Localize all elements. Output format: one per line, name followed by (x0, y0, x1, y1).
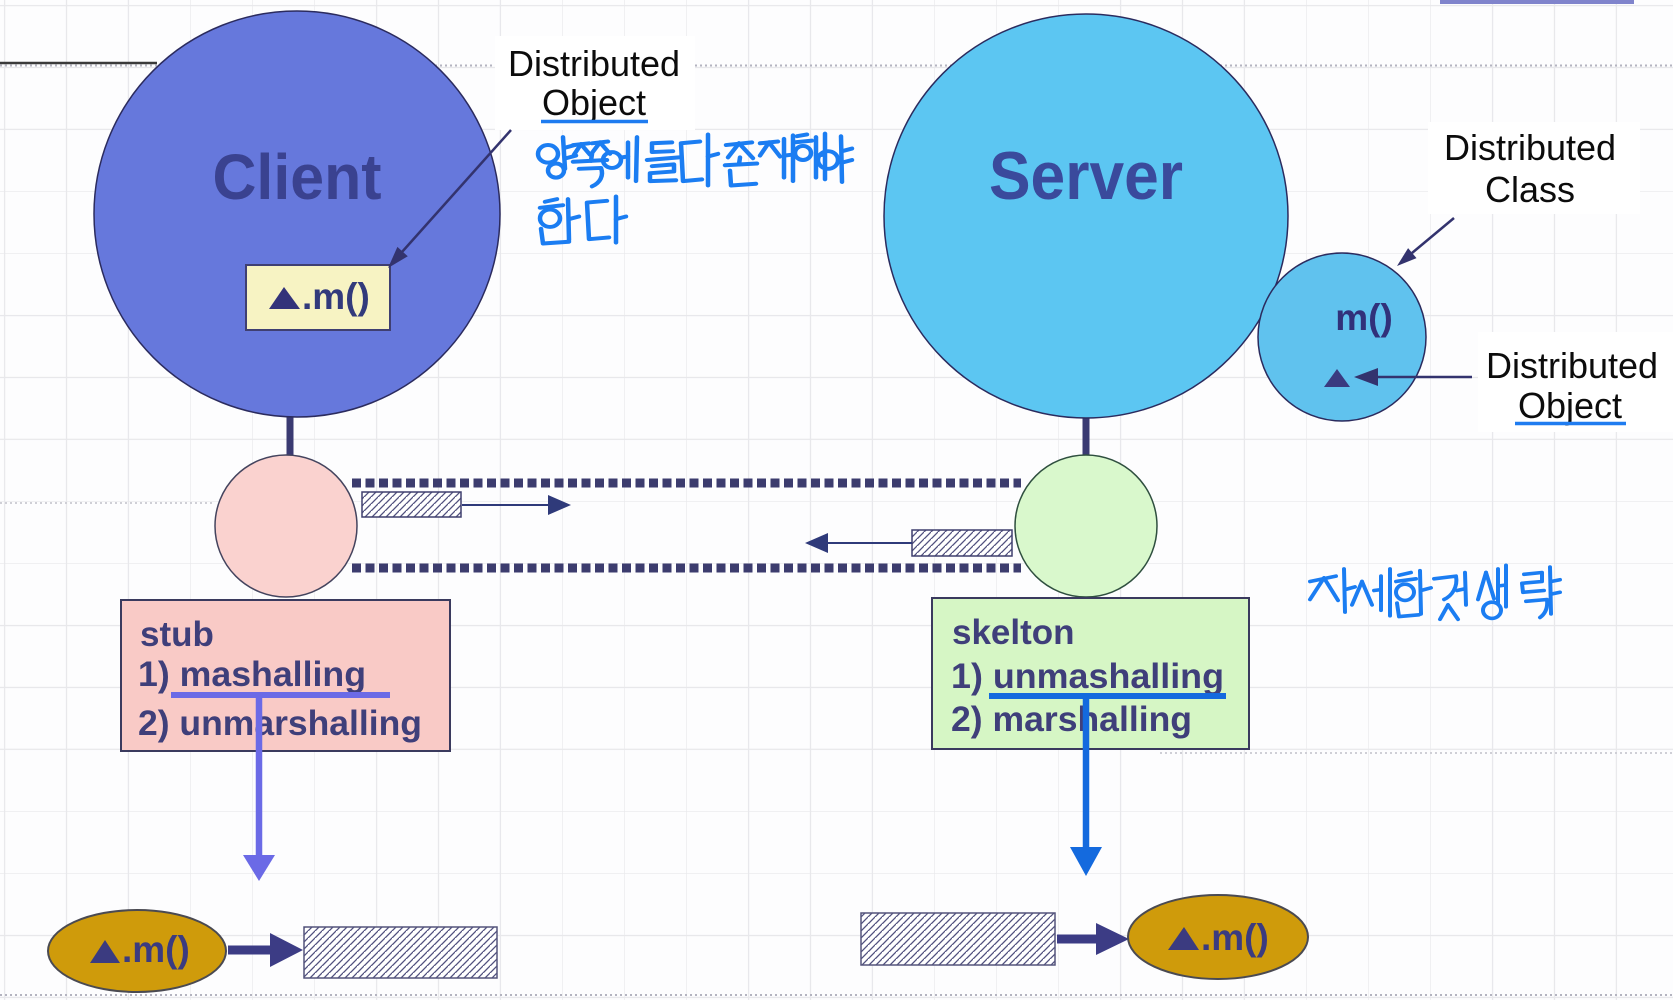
svg-text:Distributed: Distributed (508, 43, 680, 84)
svg-text:1) mashalling: 1) mashalling (138, 655, 366, 694)
svg-text:.m(): .m() (122, 929, 190, 970)
svg-text:m(): m() (1335, 297, 1393, 338)
svg-text:stub: stub (140, 615, 214, 654)
svg-text:Class: Class (1485, 169, 1575, 210)
svg-text:skelton: skelton (952, 613, 1075, 652)
svg-text:.m(): .m() (1201, 917, 1269, 958)
svg-text:Object: Object (1518, 385, 1622, 426)
svg-text:2) unmarshalling: 2) unmarshalling (138, 704, 422, 743)
svg-text:Server: Server (989, 138, 1183, 214)
svg-text:Client: Client (213, 141, 382, 213)
svg-text:.m(): .m() (302, 276, 370, 317)
svg-text:1) unmashalling: 1) unmashalling (951, 657, 1224, 696)
svg-text:Distributed: Distributed (1444, 127, 1616, 168)
svg-text:Distributed: Distributed (1486, 345, 1658, 386)
svg-text:Object: Object (542, 82, 646, 123)
svg-text:2) marshalling: 2) marshalling (951, 700, 1192, 739)
